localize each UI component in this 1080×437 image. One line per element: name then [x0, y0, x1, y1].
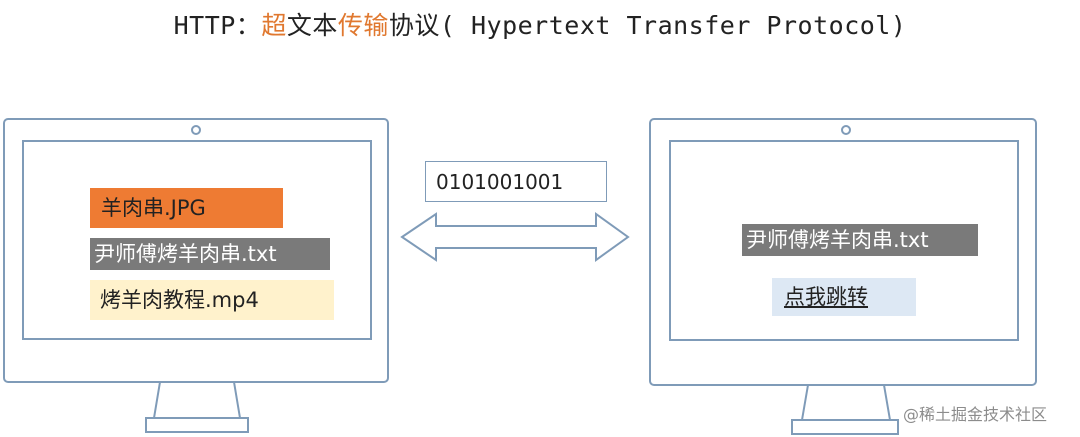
left-monitor-camera — [191, 125, 201, 135]
left-monitor-frame — [3, 118, 389, 383]
right-monitor-base — [791, 419, 899, 435]
left-monitor-neck — [152, 381, 242, 419]
file-txt-chip: 尹师傅烤羊肉串.txt — [90, 238, 330, 270]
binary-data-box: 0101001001 — [425, 161, 607, 202]
watermark: @稀土掘金技术社区 — [903, 405, 1048, 424]
diagram-title: HTTP：超文本传输协议( Hypertext Transfer Protoco… — [0, 6, 1080, 42]
right-monitor-camera — [841, 125, 851, 135]
right-monitor-frame — [649, 118, 1037, 386]
file-mp4-chip: 烤羊肉教程.mp4 — [90, 280, 334, 320]
received-txt-chip: 尹师傅烤羊肉串.txt — [742, 224, 978, 256]
bidirectional-arrow — [400, 212, 630, 262]
title-text: 文本 — [286, 11, 338, 40]
title-rest: 协议( Hypertext Transfer Protocol) — [388, 11, 907, 40]
jump-link[interactable]: 点我跳转 — [772, 278, 916, 316]
right-monitor-neck — [800, 384, 892, 421]
right-monitor — [649, 118, 1037, 435]
title-prefix: HTTP： — [173, 11, 262, 40]
title-transfer: 传输 — [337, 11, 389, 40]
left-monitor-base — [145, 417, 249, 433]
left-monitor — [3, 118, 389, 433]
title-hyper: 超 — [261, 11, 287, 40]
right-monitor-screen — [669, 140, 1019, 341]
file-jpg-chip: 羊肉串.JPG — [90, 188, 283, 228]
left-monitor-screen — [22, 140, 372, 340]
